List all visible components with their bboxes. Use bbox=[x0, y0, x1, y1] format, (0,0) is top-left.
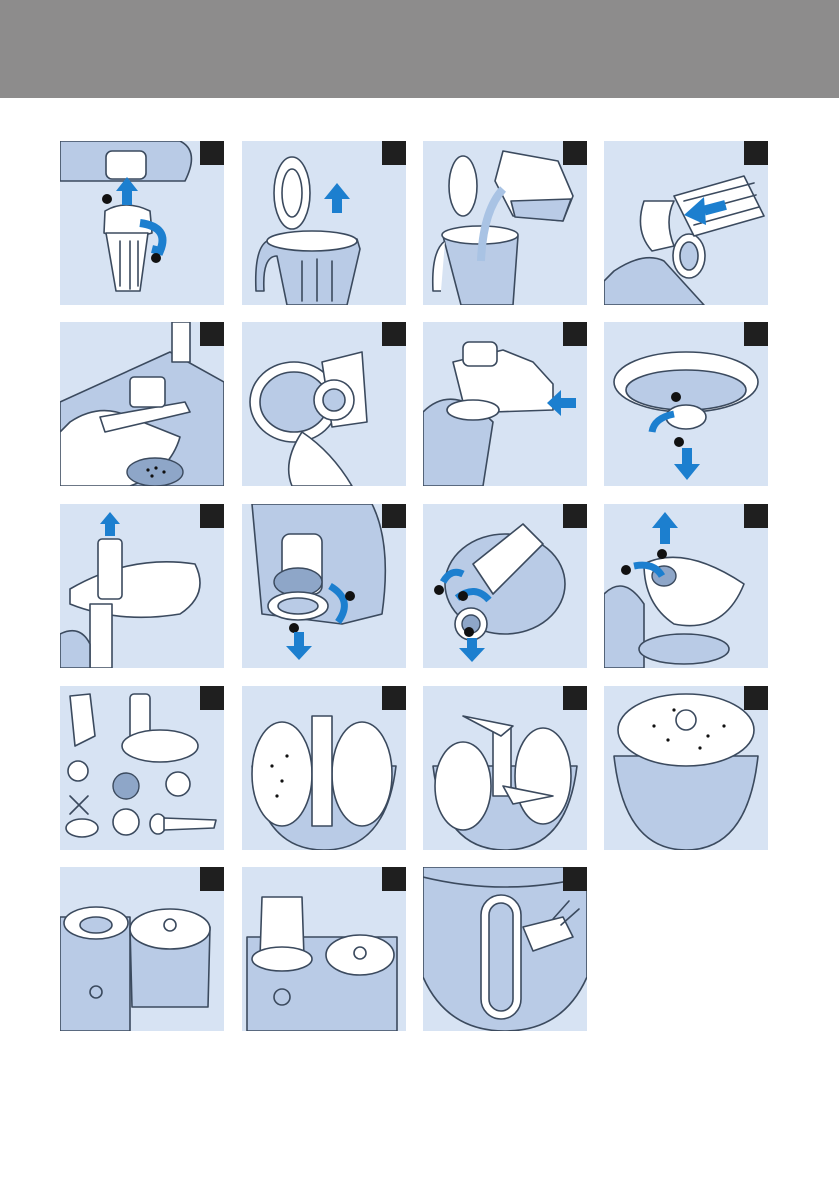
step-9-panel bbox=[60, 504, 224, 668]
insert-filter-illustration bbox=[604, 141, 768, 305]
disc-on-top-illustration bbox=[604, 686, 768, 850]
step-badge bbox=[563, 141, 587, 165]
step-badge bbox=[382, 686, 406, 710]
step-badge bbox=[744, 686, 768, 710]
pusher-stored-illustration bbox=[242, 867, 406, 1031]
step-badge bbox=[563, 686, 587, 710]
accessory-parts-illustration bbox=[60, 686, 224, 850]
step-badge bbox=[200, 504, 224, 528]
unscrew-mincer-ring-illustration bbox=[242, 504, 406, 668]
step-18-panel bbox=[242, 867, 406, 1031]
step-6-panel bbox=[242, 322, 406, 486]
step-badge bbox=[744, 504, 768, 528]
open-lid-illustration bbox=[604, 504, 768, 668]
step-15-panel bbox=[423, 686, 587, 850]
step-13-panel bbox=[60, 686, 224, 850]
step-badge bbox=[382, 867, 406, 891]
step-badge bbox=[744, 141, 768, 165]
step-badge bbox=[563, 867, 587, 891]
step-badge bbox=[200, 686, 224, 710]
step-badge bbox=[744, 322, 768, 346]
step-badge bbox=[200, 322, 224, 346]
step-badge bbox=[382, 141, 406, 165]
step-4-panel bbox=[604, 141, 768, 305]
step-1-panel bbox=[60, 141, 224, 305]
step-16-panel bbox=[604, 686, 768, 850]
step-12-panel bbox=[604, 504, 768, 668]
juicer-unscrew-illustration bbox=[60, 141, 224, 305]
remove-pusher-illustration bbox=[60, 504, 224, 668]
step-17-panel bbox=[60, 867, 224, 1031]
step-8-panel bbox=[604, 322, 768, 486]
remove-mincer-illustration bbox=[423, 504, 587, 668]
step-badge bbox=[563, 504, 587, 528]
step-badge bbox=[200, 141, 224, 165]
press-release-button-illustration bbox=[423, 322, 587, 486]
step-badge bbox=[200, 867, 224, 891]
cord-storage-illustration bbox=[423, 867, 587, 1031]
disassemble-blade-unit-illustration bbox=[242, 322, 406, 486]
pour-water-jug-illustration bbox=[423, 141, 587, 305]
rinse-under-tap-illustration bbox=[60, 322, 224, 486]
blender-lid-remove-illustration bbox=[242, 141, 406, 305]
blade-storage-illustration bbox=[423, 686, 587, 850]
step-5-panel bbox=[60, 322, 224, 486]
step-19-panel bbox=[423, 867, 587, 1031]
disc-storage-illustration bbox=[242, 686, 406, 850]
step-3-panel bbox=[423, 141, 587, 305]
step-11-panel bbox=[423, 504, 587, 668]
step-badge bbox=[382, 504, 406, 528]
step-badge bbox=[563, 322, 587, 346]
bowl-stored-illustration bbox=[60, 867, 224, 1031]
step-2-panel bbox=[242, 141, 406, 305]
step-14-panel bbox=[242, 686, 406, 850]
step-7-panel bbox=[423, 322, 587, 486]
step-10-panel bbox=[242, 504, 406, 668]
remove-lid-part-illustration bbox=[604, 322, 768, 486]
step-badge bbox=[382, 322, 406, 346]
